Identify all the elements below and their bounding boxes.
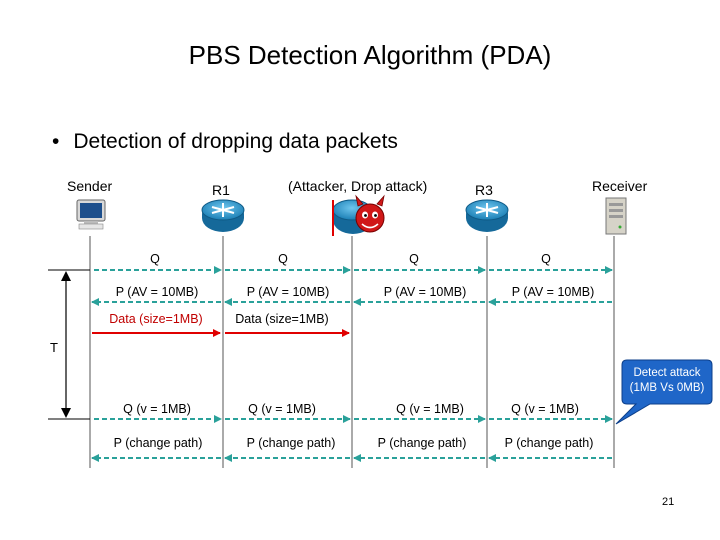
r3-label: R3 bbox=[475, 182, 493, 198]
time-bracket bbox=[48, 269, 90, 420]
r1-label: R1 bbox=[212, 182, 230, 198]
detect-attack-callout bbox=[615, 359, 713, 425]
callout-line-2: (1MB Vs 0MB) bbox=[629, 382, 705, 394]
p-change-label-1: P (change path) bbox=[113, 436, 203, 450]
p-change-label-2: P (change path) bbox=[246, 436, 336, 450]
p-av-label-2: P (AV = 10MB) bbox=[246, 285, 330, 299]
slide-title: PBS Detection Algorithm (PDA) bbox=[188, 40, 552, 70]
callout-text: Detect attack (1MB Vs 0MB) bbox=[622, 366, 712, 396]
qv-label-3: Q (v = 1MB) bbox=[396, 402, 464, 416]
bullet-text: Detection of dropping data packets bbox=[73, 130, 398, 153]
router-icon-r3 bbox=[465, 199, 509, 232]
q-label-2: Q bbox=[278, 252, 288, 266]
qv-label-4: Q (v = 1MB) bbox=[511, 402, 579, 416]
receiver-label: Receiver bbox=[592, 178, 648, 194]
p-change-label-4: P (change path) bbox=[504, 436, 594, 450]
bullet-dot: • bbox=[52, 130, 60, 153]
p-av-label-4: P (AV = 10MB) bbox=[511, 285, 595, 299]
attacker-label: (Attacker, Drop attack) bbox=[288, 178, 428, 194]
qv-label-2: Q (v = 1MB) bbox=[248, 402, 316, 416]
page-number: 21 bbox=[662, 496, 675, 508]
p-av-label-1: P (AV = 10MB) bbox=[115, 285, 199, 299]
callout-line-1: Detect attack bbox=[633, 367, 701, 379]
q-label-3: Q bbox=[409, 252, 419, 266]
router-icon-r1 bbox=[201, 199, 245, 232]
computer-icon bbox=[76, 199, 106, 230]
bullet-item: • Detection of dropping data packets bbox=[52, 130, 398, 154]
p-av-label-3: P (AV = 10MB) bbox=[383, 285, 467, 299]
data-label-1: Data (size=1MB) bbox=[109, 312, 203, 326]
devil-icon bbox=[355, 194, 385, 233]
qv-label-1: Q (v = 1MB) bbox=[123, 402, 191, 416]
p-change-label-3: P (change path) bbox=[377, 436, 467, 450]
data-label-2: Data (size=1MB) bbox=[235, 312, 329, 326]
sender-label: Sender bbox=[67, 178, 113, 194]
q-label-4: Q bbox=[541, 252, 551, 266]
server-icon bbox=[605, 197, 627, 235]
lifelines bbox=[89, 236, 615, 468]
time-label: T bbox=[50, 340, 58, 355]
q-label-1: Q bbox=[150, 252, 160, 266]
